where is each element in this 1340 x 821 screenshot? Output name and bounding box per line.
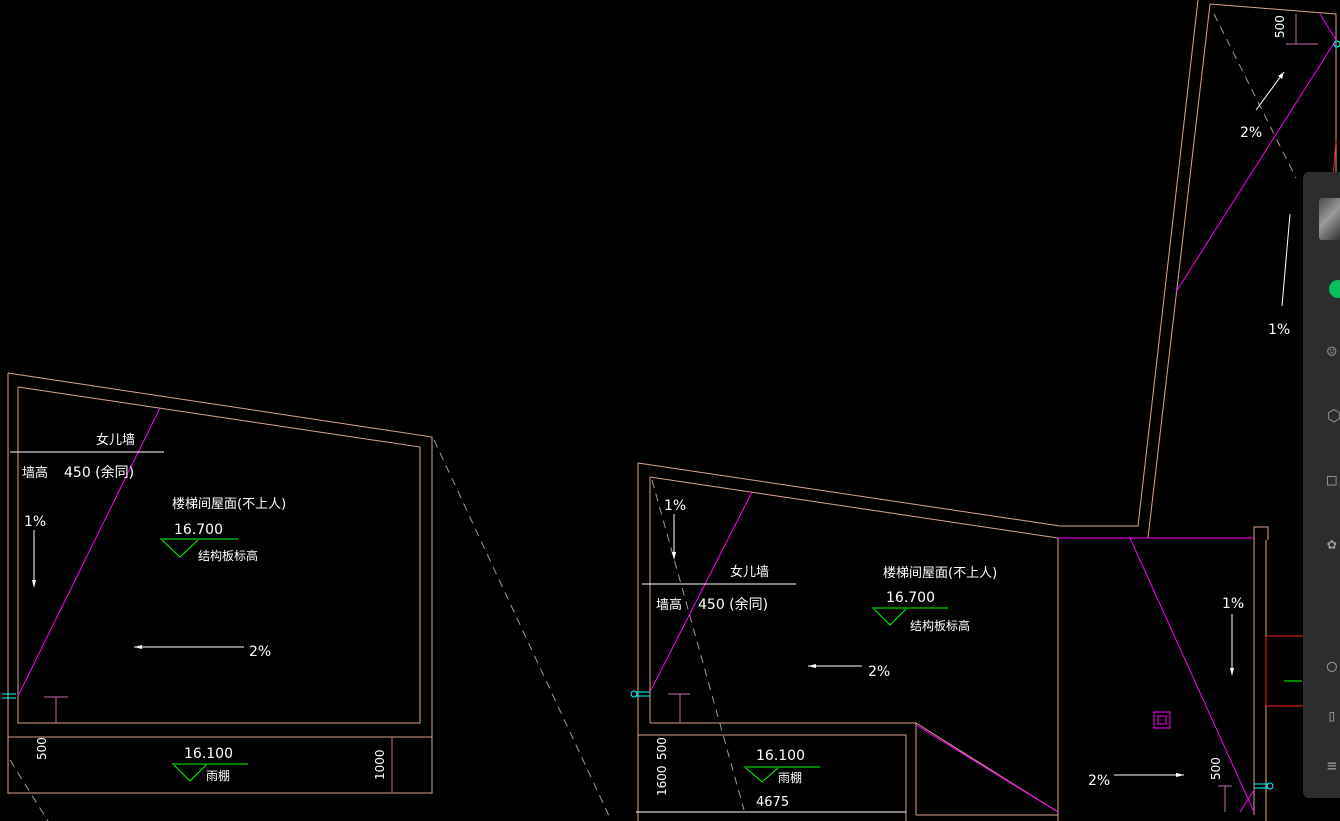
right-arrowhead-4 (1176, 773, 1184, 777)
right-slope-1: 1% (664, 498, 686, 514)
folder-icon[interactable]: □ (1327, 470, 1337, 489)
right-slope-3: 1% (1222, 596, 1244, 612)
left-slope-2: 2% (249, 644, 271, 660)
left-slope-lines (17, 407, 161, 697)
left-canopy-label: 雨棚 (206, 768, 230, 783)
left-roof-elevation: 16.700 (174, 522, 223, 538)
top-slope-arrow-1 (1255, 71, 1285, 111)
right-building (637, 0, 1337, 821)
right-arrowhead-3 (1230, 668, 1234, 676)
right-inner-wall (649, 3, 1211, 539)
left-canopy-outline (7, 737, 433, 794)
right-dim-1600: 1600 (655, 765, 669, 796)
right-roof-label: 楼梯间屋面(不上人) (883, 566, 997, 581)
avatar[interactable] (1319, 198, 1340, 240)
left-wall-height-label: 墙高 (22, 465, 48, 481)
cube-icon[interactable]: ⬡ (1327, 406, 1340, 425)
chat-icon[interactable] (1329, 280, 1340, 298)
left-elevation-note: 结构板标高 (198, 548, 258, 563)
right-drain-mark (668, 14, 1318, 812)
right-parapet-label: 女儿墙 (730, 564, 769, 580)
right-wall-height-label: 墙高 (656, 597, 682, 613)
left-inner-wall (17, 386, 421, 724)
right-dim-4675: 4675 (756, 795, 789, 810)
right-dashed-line (651, 479, 745, 811)
top-dashed-line (1213, 13, 1297, 179)
right-arrowhead-1 (672, 552, 676, 560)
top-slope-arrow-2 (1281, 213, 1291, 307)
right-wall-height-value: 450 (余同) (698, 596, 768, 613)
right-slope-lines (649, 13, 1337, 813)
left-arrowhead-1 (32, 580, 36, 588)
left-parapet-label: 女儿墙 (96, 432, 135, 448)
contacts-icon[interactable]: ☺ (1327, 342, 1337, 361)
right-slope-2: 2% (868, 664, 890, 680)
right-canopy-elev-triangle (745, 767, 779, 783)
right-roof-elevation: 16.700 (886, 590, 935, 606)
right-dim-500: 500 (655, 737, 669, 760)
left-dashed-line-2 (9, 759, 49, 821)
right-canopy-elevation: 16.100 (756, 748, 805, 764)
right-canopy-outline (638, 734, 907, 821)
left-wall-height-value: 450 (余同) (64, 464, 134, 481)
top-right-wall (1209, 3, 1337, 180)
top-arrowhead-1 (1278, 72, 1284, 79)
right-arrowhead-2 (808, 664, 816, 668)
left-drain (2, 693, 16, 699)
left-dashed-line (433, 439, 611, 819)
left-canopy-elev-triangle (173, 764, 207, 782)
top-slope-2: 2% (1240, 125, 1262, 141)
top-dim-500: 500 (1273, 15, 1287, 38)
menu-icon[interactable]: ≡ (1327, 756, 1337, 775)
right-dim-500-vertical: 500 (1209, 757, 1223, 780)
left-arrowhead-2 (134, 645, 142, 649)
left-dim-500: 500 (35, 737, 49, 760)
left-slope-1: 1% (24, 514, 46, 530)
right-slope-4: 2% (1088, 773, 1110, 789)
phone-icon[interactable]: ▯ (1327, 706, 1337, 725)
right-elevation-note: 结构板标高 (910, 618, 970, 633)
left-canopy-elevation: 16.100 (184, 746, 233, 762)
right-outer-wall (637, 0, 1199, 527)
left-building (7, 372, 433, 794)
top-slope-1: 1% (1268, 322, 1290, 338)
mini-program-icon[interactable]: ◯ (1327, 656, 1337, 675)
right-roof-hatch-inner (1157, 715, 1167, 725)
right-roof-hatch (1153, 711, 1171, 729)
settings-icon[interactable]: ✿ (1327, 534, 1337, 553)
left-elev-triangle (161, 539, 199, 558)
left-roof-label: 楼梯间屋面(不上人) (172, 497, 286, 512)
left-drain-mark (44, 696, 68, 723)
right-inner-bottom (650, 722, 1059, 813)
right-drains (630, 40, 1340, 790)
side-app-panel: ☺ ⬡ □ ✿ ◯ ▯ ≡ (1303, 172, 1340, 798)
left-dim-1000: 1000 (373, 749, 387, 780)
right-canopy-label: 雨棚 (778, 770, 802, 785)
right-elev-triangle (873, 608, 907, 626)
